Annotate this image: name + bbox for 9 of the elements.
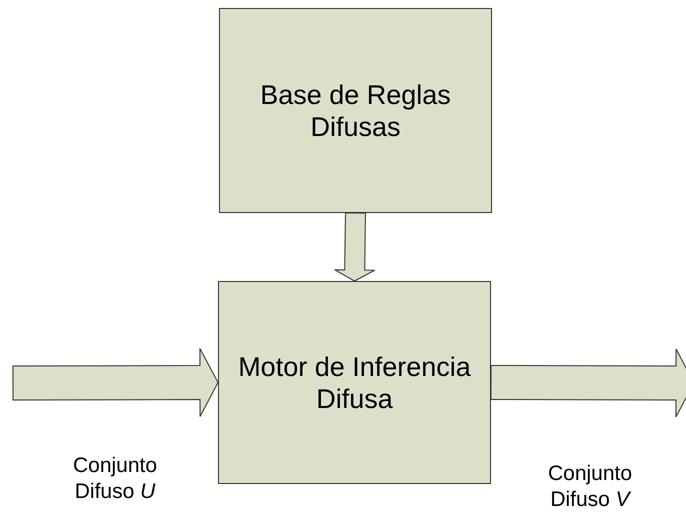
process-box: [218, 281, 491, 484]
block-arrow: [334, 212, 376, 282]
process-box: [219, 8, 492, 213]
block-arrow: [12, 348, 219, 418]
arrow-caption: Conjunto Difuso V: [546, 461, 634, 513]
block-arrow: [490, 348, 686, 418]
arrow-caption: Conjunto Difuso U: [72, 453, 158, 505]
node-label: Motor de Inferencia Difusa: [237, 350, 472, 414]
node-label: Base de Reglas Difusas: [259, 78, 452, 142]
